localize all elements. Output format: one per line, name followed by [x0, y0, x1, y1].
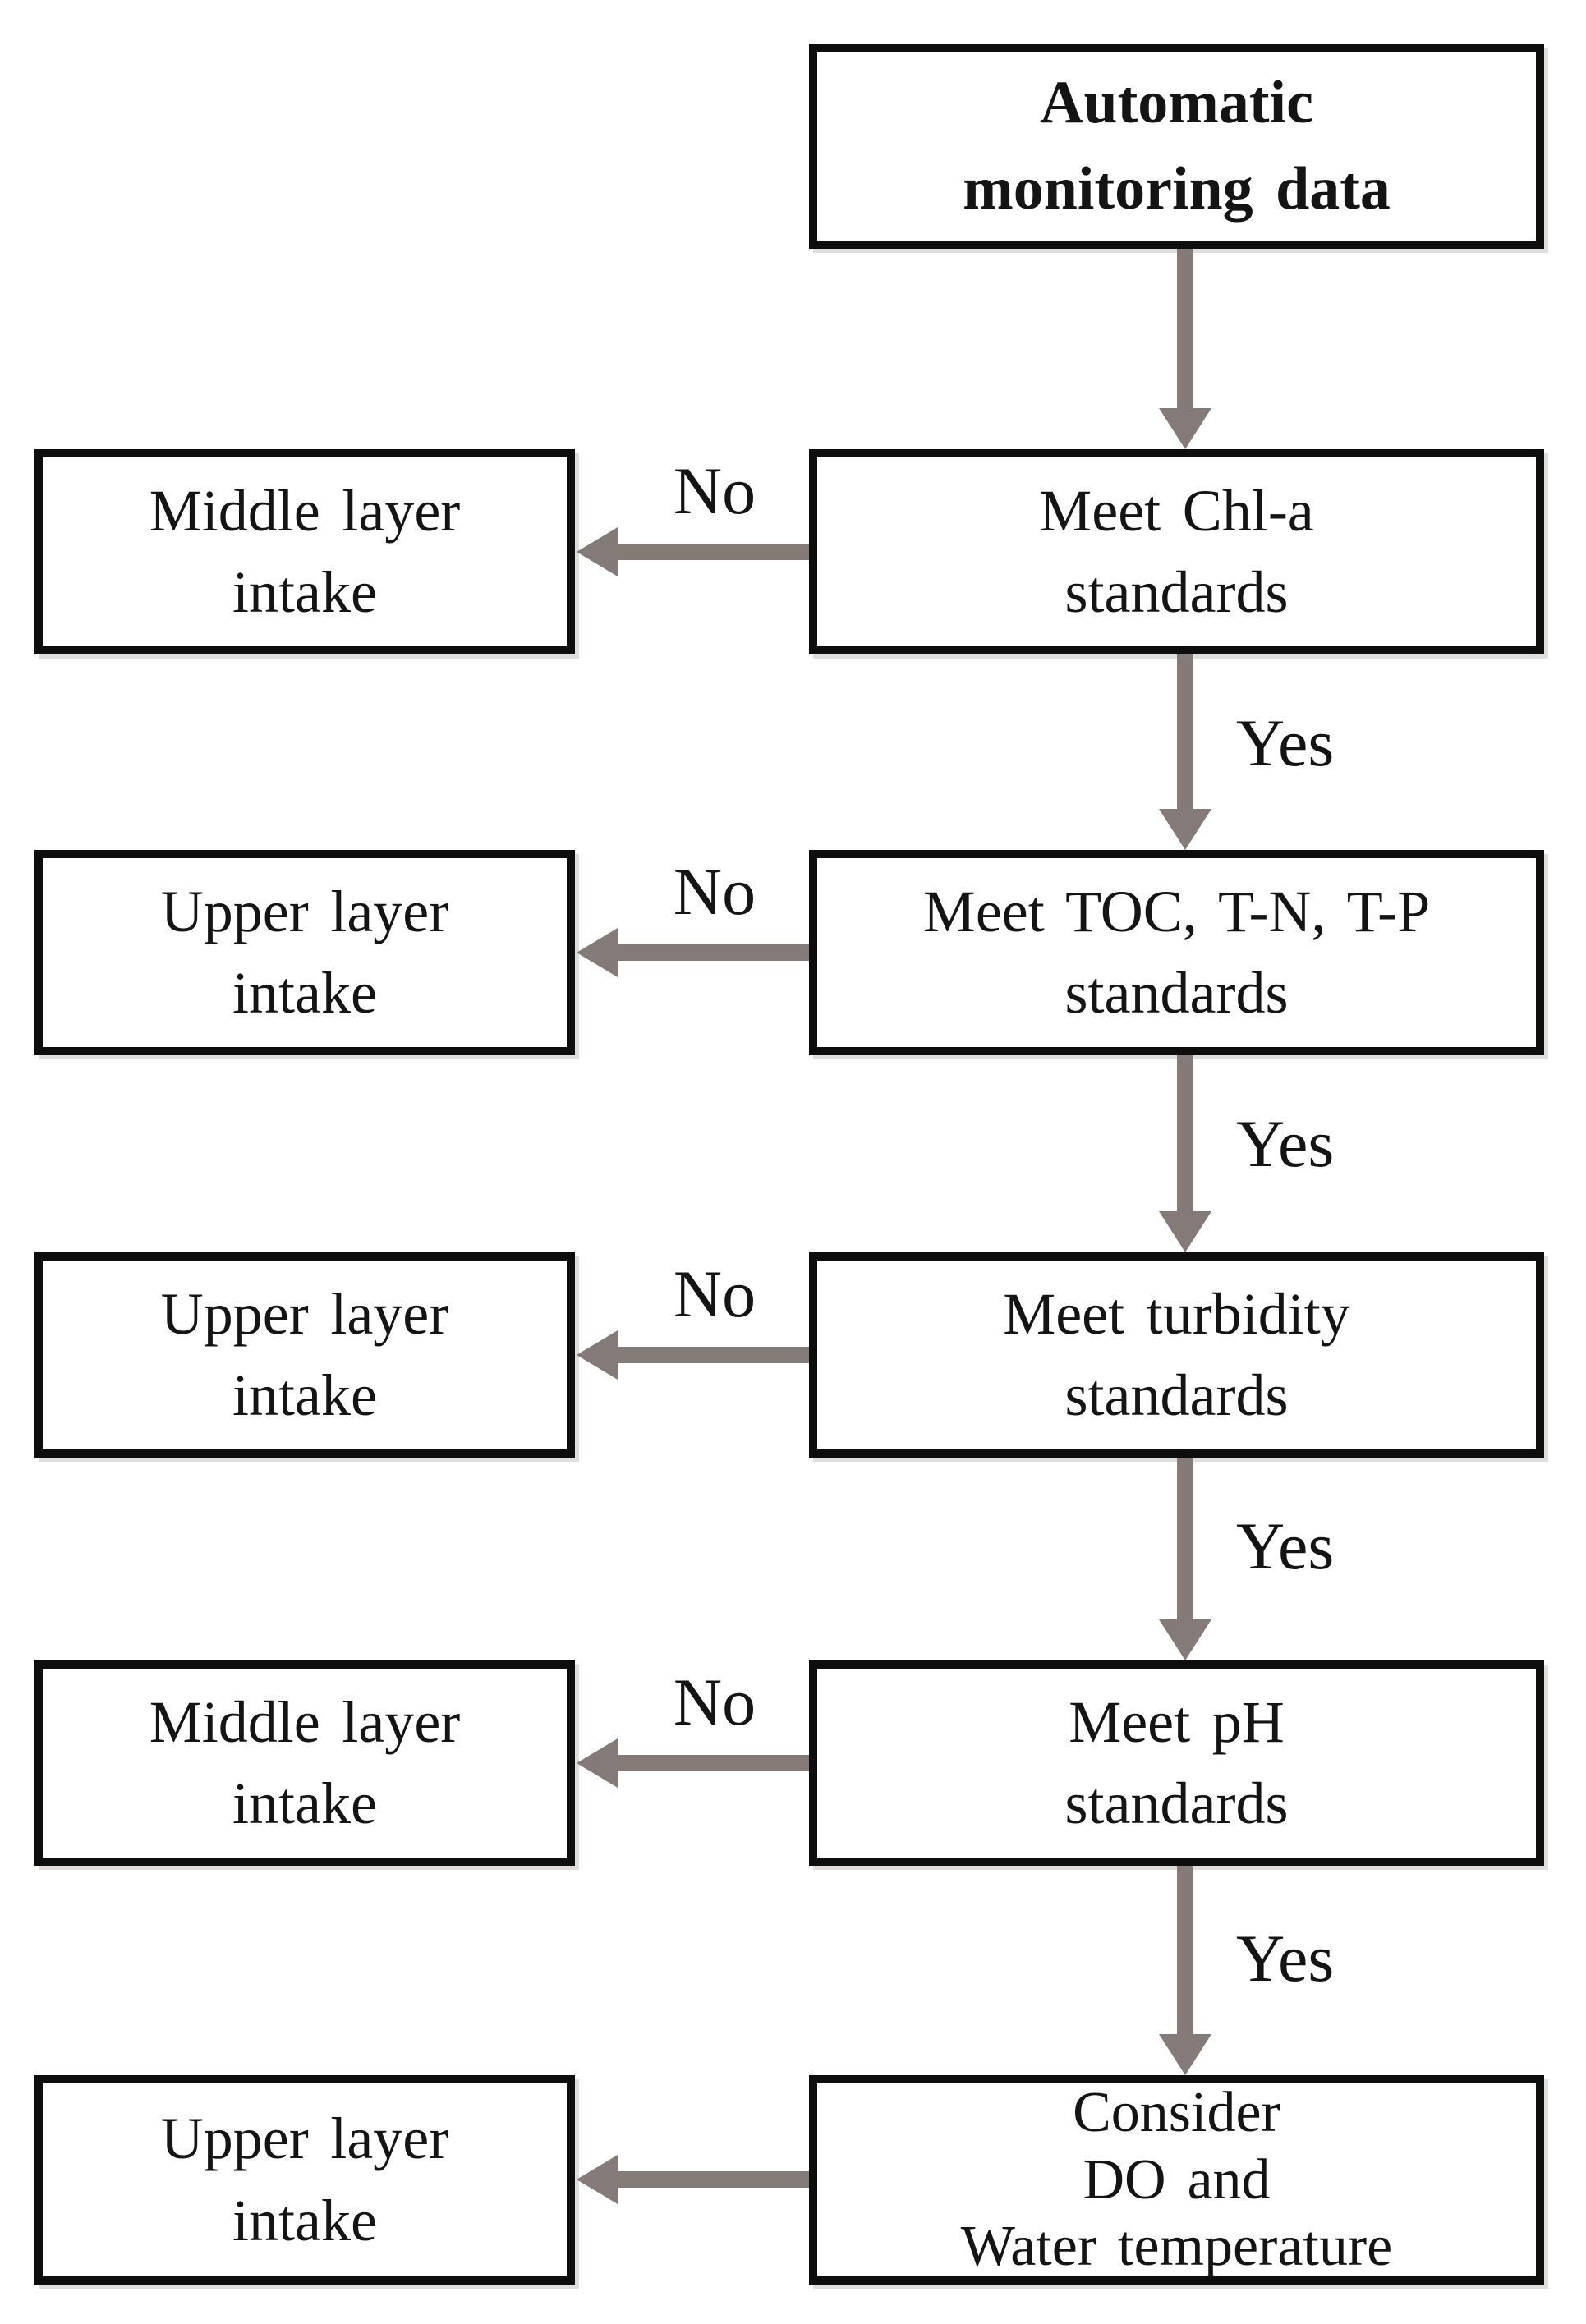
arrow-shaft — [618, 944, 813, 961]
yes-label-1: Yes — [1236, 705, 1335, 780]
arrow-shaft — [1177, 654, 1193, 809]
decision-node-chla-standards: Meet Chl-a standards — [809, 449, 1544, 654]
final-line1: Consider — [1073, 2080, 1280, 2144]
decision-line1: Meet turbidity — [1003, 1280, 1350, 1347]
arrow-head-down-icon — [1159, 2034, 1211, 2075]
outcome-line2: intake — [232, 1362, 377, 1428]
start-node-automatic-monitoring-data: Automatic monitoring data — [809, 44, 1544, 249]
outcome-line2: intake — [232, 559, 377, 625]
arrow-head-down-icon — [1159, 1619, 1211, 1660]
outcome-node-middle-layer-intake-1: Middle layer intake — [34, 449, 575, 654]
arrow-shaft — [1177, 249, 1193, 408]
arrow-left-no-4-icon — [577, 1738, 813, 1788]
arrow-shaft — [618, 1755, 813, 1771]
yes-label-2: Yes — [1236, 1106, 1335, 1181]
outcome-line1: Upper layer — [160, 878, 449, 944]
arrow-left-no-3-icon — [577, 1330, 813, 1380]
start-node-line1: Automatic — [1040, 68, 1313, 136]
arrow-down-yes-4-icon — [1159, 1866, 1211, 2075]
outcome-node-upper-layer-intake-2: Upper layer intake — [34, 850, 575, 1055]
arrow-head-down-icon — [1159, 809, 1211, 850]
no-label-4: No — [673, 1665, 756, 1739]
arrow-down-yes-2-icon — [1159, 1055, 1211, 1252]
outcome-line2: intake — [232, 2187, 377, 2253]
no-label-1: No — [673, 453, 756, 528]
decision-line2: standards — [1064, 1771, 1289, 1836]
arrow-shaft — [1177, 1055, 1193, 1211]
decision-node-turbidity-standards: Meet turbidity standards — [809, 1252, 1544, 1458]
outcome-line1: Middle layer — [149, 477, 461, 544]
decision-node-toc-tn-tp-standards: Meet TOC, T-N, T-P standards — [809, 850, 1544, 1055]
start-node-line2: monitoring data — [963, 155, 1391, 223]
arrow-shaft — [618, 2171, 813, 2188]
decision-line2: standards — [1064, 960, 1289, 1026]
arrow-shaft — [1177, 1458, 1193, 1619]
decision-line2: standards — [1064, 1362, 1289, 1428]
arrow-head-down-icon — [1159, 1211, 1211, 1252]
decision-line1: Meet TOC, T-N, T-P — [922, 878, 1431, 944]
arrow-down-yes-1-icon — [1159, 654, 1211, 850]
arrow-head-down-icon — [1159, 408, 1211, 449]
arrow-shaft — [618, 1347, 813, 1363]
outcome-line1: Middle layer — [149, 1688, 461, 1755]
arrow-down-start-to-chla-icon — [1159, 249, 1211, 449]
yes-label-3: Yes — [1236, 1509, 1335, 1583]
outcome-line1: Upper layer — [160, 1280, 449, 1347]
outcome-line2: intake — [232, 960, 377, 1026]
arrow-head-left-icon — [577, 527, 618, 576]
final-node-do-water-temperature: Consider DO and Water temperature — [809, 2075, 1544, 2285]
arrow-shaft — [1177, 1866, 1193, 2034]
decision-node-ph-standards: Meet pH standards — [809, 1660, 1544, 1866]
yes-label-4: Yes — [1236, 1921, 1335, 1996]
no-label-2: No — [673, 854, 756, 929]
decision-line1: Meet Chl-a — [1039, 477, 1314, 544]
final-line2: DO and — [1083, 2147, 1271, 2211]
arrow-left-no-2-icon — [577, 928, 813, 977]
outcome-node-middle-layer-intake-4: Middle layer intake — [34, 1660, 575, 1866]
arrow-head-left-icon — [577, 1738, 618, 1788]
outcome-node-upper-layer-intake-5: Upper layer intake — [34, 2075, 575, 2285]
arrow-shaft — [618, 544, 813, 560]
outcome-node-upper-layer-intake-3: Upper layer intake — [34, 1252, 575, 1458]
arrow-head-left-icon — [577, 1330, 618, 1380]
arrow-head-left-icon — [577, 2155, 618, 2204]
decision-line2: standards — [1064, 559, 1289, 625]
arrow-left-final-icon — [577, 2155, 813, 2204]
outcome-line2: intake — [232, 1771, 377, 1836]
decision-line1: Meet pH — [1069, 1688, 1285, 1755]
no-label-3: No — [673, 1256, 756, 1331]
arrow-head-left-icon — [577, 928, 618, 977]
outcome-line1: Upper layer — [160, 2106, 449, 2172]
arrow-left-no-1-icon — [577, 527, 813, 576]
final-line3: Water temperature — [960, 2215, 1393, 2279]
arrow-down-yes-3-icon — [1159, 1458, 1211, 1660]
